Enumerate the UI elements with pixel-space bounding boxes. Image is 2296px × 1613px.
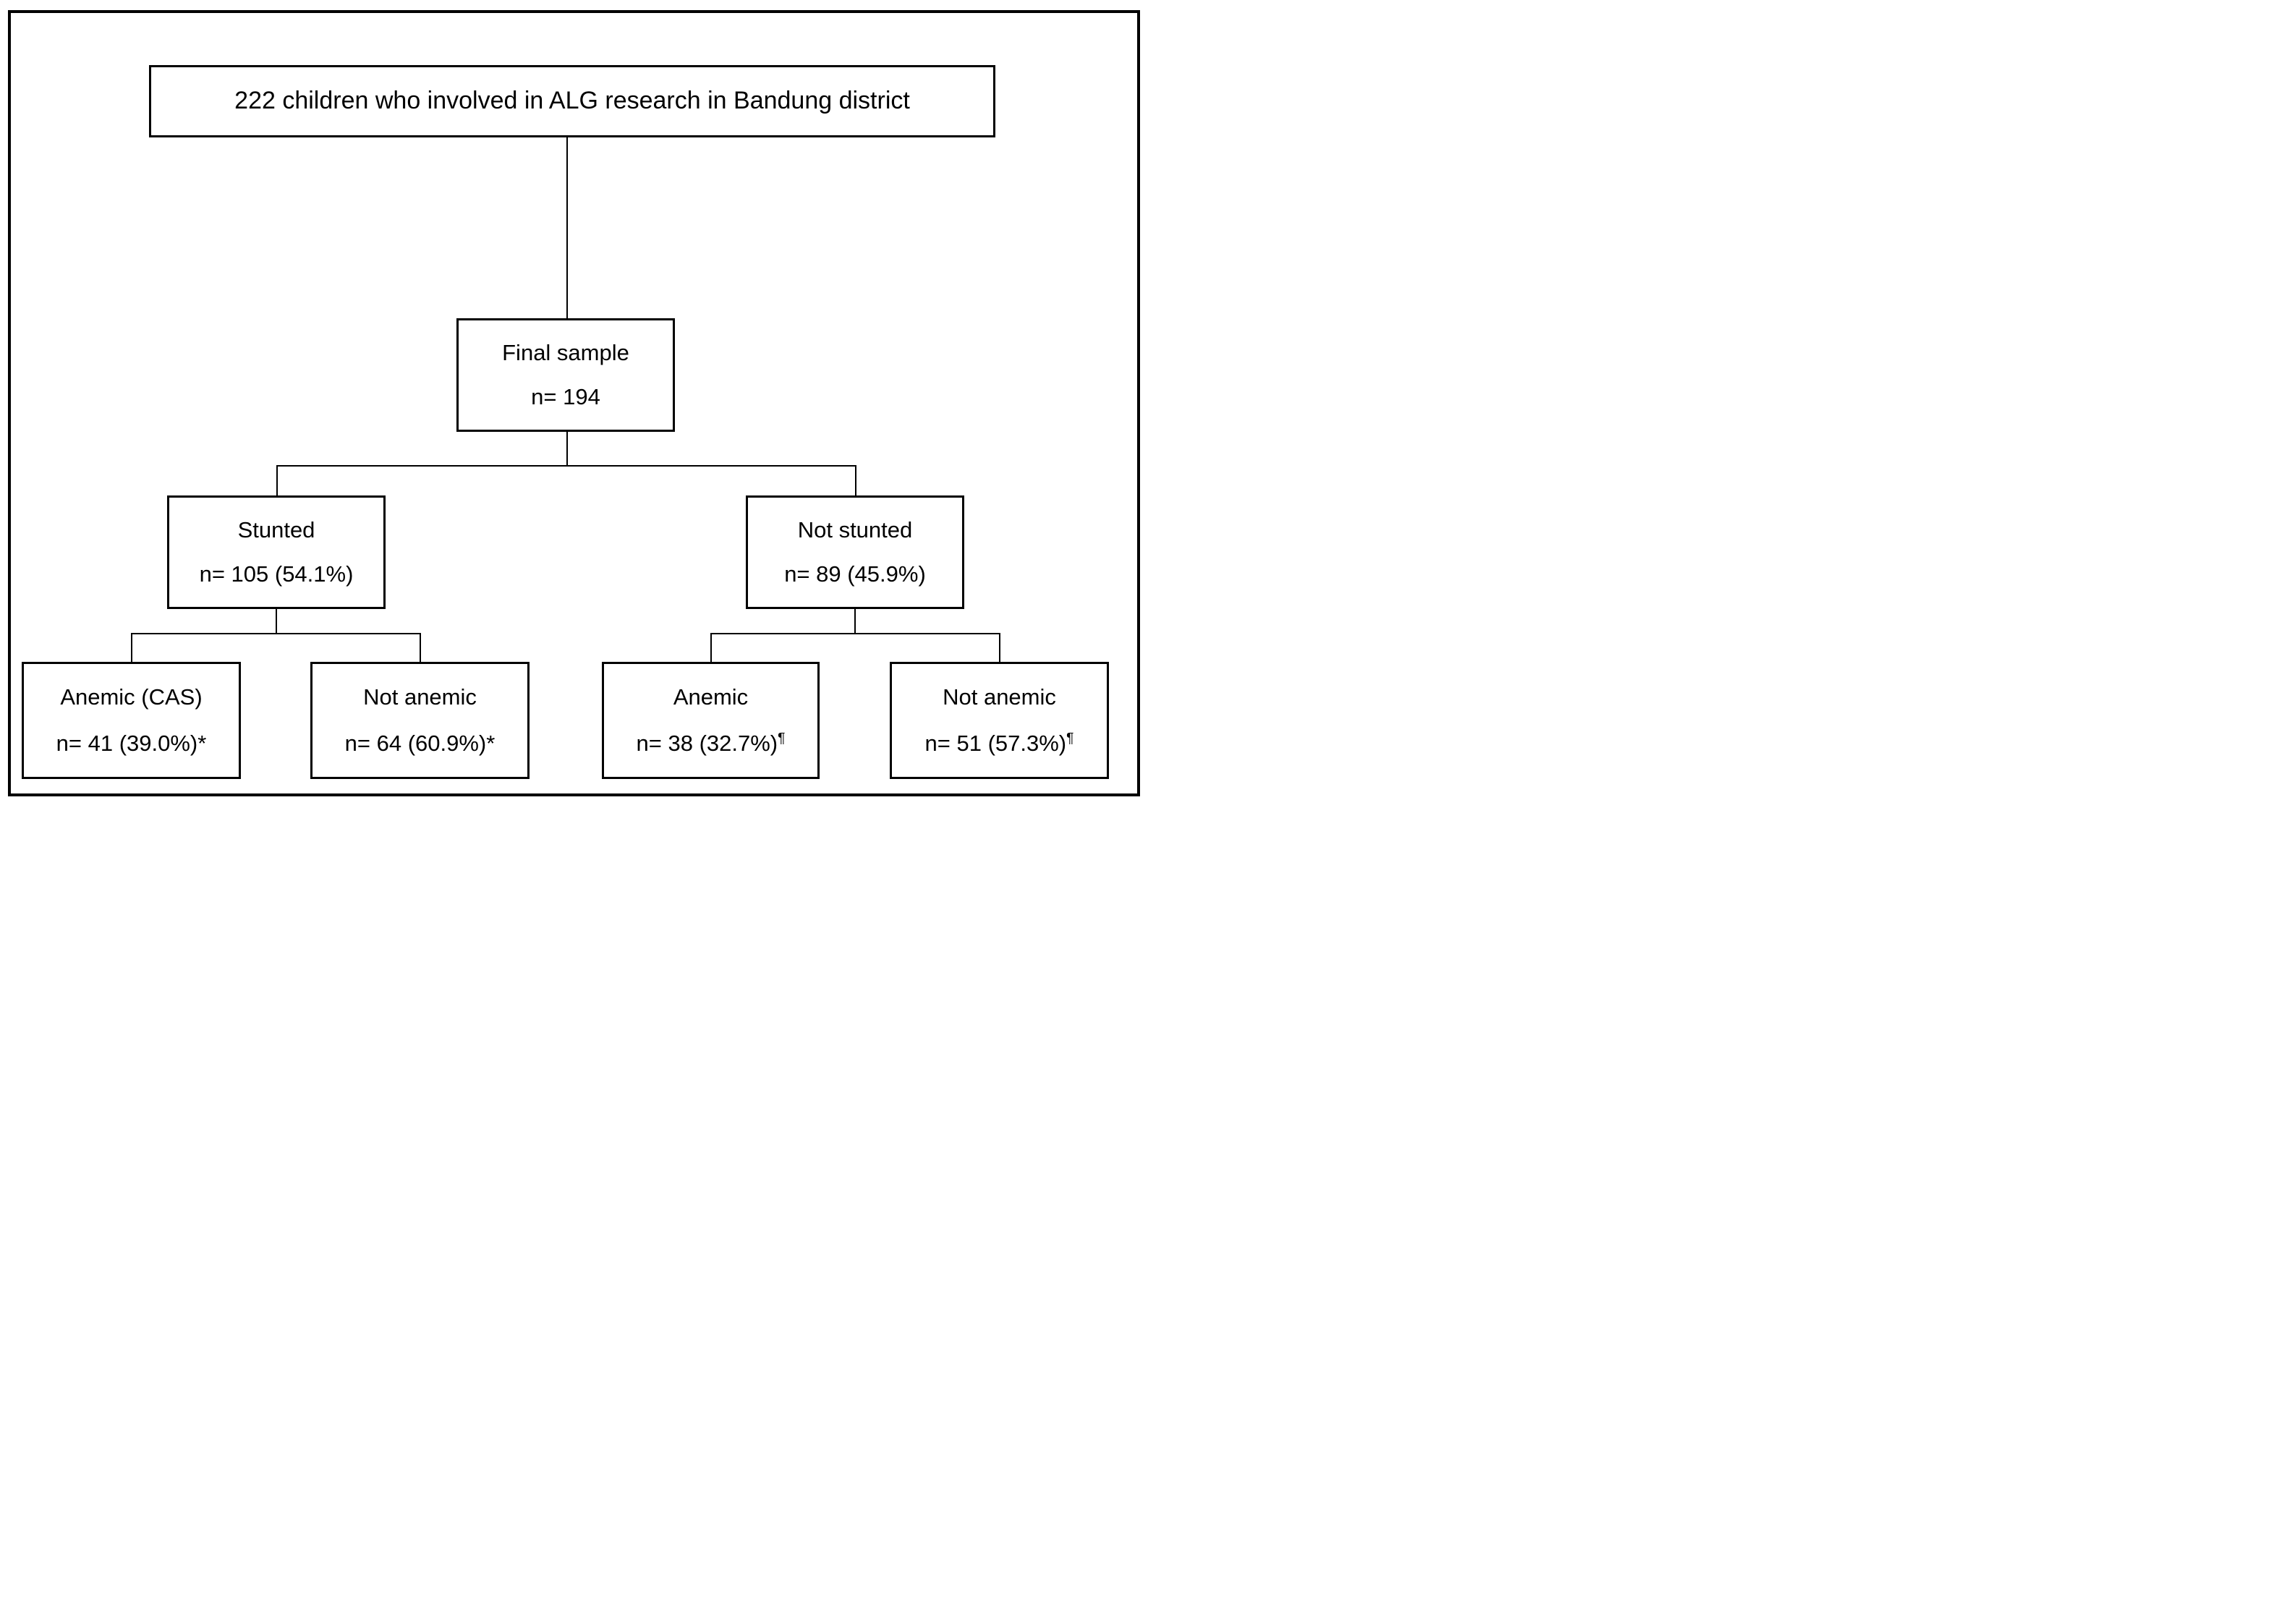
node-stunted-value: n= 105 (54.1%) — [200, 562, 354, 587]
node-final-sample: Final sample n= 194 — [456, 318, 675, 432]
figure-border — [8, 10, 1140, 796]
connector-drop-to-not-stunted — [855, 465, 856, 497]
node-intake: 222 children who involved in ALG researc… — [149, 65, 995, 137]
connector-final-stub — [566, 432, 568, 467]
node-not-stunted-not-anemic-n: n= 51 (57.3%) — [924, 730, 1067, 756]
connector-branch3-horizontal — [710, 633, 1000, 634]
figure-canvas: 222 children who involved in ALG researc… — [0, 0, 1148, 806]
connector-drop-to-anemic-cas — [131, 633, 132, 663]
node-final-sample-value: n= 194 — [531, 385, 600, 409]
connector-drop-to-not-anemic-right — [999, 633, 1000, 663]
node-not-stunted: Not stunted n= 89 (45.9%) — [746, 495, 964, 609]
node-stunted-title: Stunted — [237, 516, 315, 542]
node-final-sample-n: n= 194 — [531, 384, 600, 410]
node-not-stunted-not-anemic-sup: ¶ — [1066, 731, 1074, 746]
node-stunted-anemic-title: Anemic (CAS) — [60, 684, 203, 710]
node-stunted-not-anemic: Not anemic n= 64 (60.9%)* — [310, 662, 530, 779]
connector-drop-to-stunted — [276, 465, 278, 497]
node-stunted-not-anemic-n: n= 64 (60.9%)* — [344, 730, 496, 756]
node-not-stunted-not-anemic: Not anemic n= 51 (57.3%)¶ — [890, 662, 1109, 779]
connector-branch2-horizontal — [131, 633, 421, 634]
node-not-stunted-anemic-sup: ¶ — [778, 731, 786, 746]
node-not-stunted-anemic-value: n= 38 (32.7%)¶ — [637, 731, 786, 756]
node-stunted-n: n= 105 (54.1%) — [199, 561, 354, 587]
connector-drop-to-anemic-right — [710, 633, 712, 663]
connector-not-stunted-stub — [854, 609, 856, 634]
node-not-stunted-n: n= 89 (45.9%) — [784, 561, 926, 587]
node-not-stunted-anemic: Anemic n= 38 (32.7%)¶ — [602, 662, 820, 779]
node-stunted-anemic: Anemic (CAS) n= 41 (39.0%)* — [22, 662, 241, 779]
connector-stunted-stub — [276, 609, 277, 634]
node-not-stunted-not-anemic-value: n= 51 (57.3%)¶ — [925, 731, 1074, 756]
node-not-stunted-anemic-title: Anemic — [673, 684, 749, 710]
node-not-stunted-anemic-n: n= 38 (32.7%) — [636, 730, 778, 756]
connector-branch1-horizontal — [276, 465, 856, 467]
connector-drop-to-not-anemic-left — [420, 633, 421, 663]
node-stunted-anemic-n: n= 41 (39.0%)* — [56, 730, 207, 756]
node-stunted-anemic-value: n= 41 (39.0%)* — [56, 731, 207, 756]
node-not-stunted-value: n= 89 (45.9%) — [784, 562, 926, 587]
node-not-stunted-not-anemic-title: Not anemic — [943, 684, 1056, 710]
node-stunted: Stunted n= 105 (54.1%) — [167, 495, 386, 609]
node-final-sample-title: Final sample — [502, 339, 629, 365]
node-not-stunted-title: Not stunted — [797, 516, 913, 542]
node-stunted-not-anemic-title: Not anemic — [363, 684, 477, 710]
connector-intake-to-final — [566, 137, 568, 318]
node-stunted-not-anemic-value: n= 64 (60.9%)* — [345, 731, 496, 756]
node-intake-label: 222 children who involved in ALG researc… — [234, 87, 910, 115]
